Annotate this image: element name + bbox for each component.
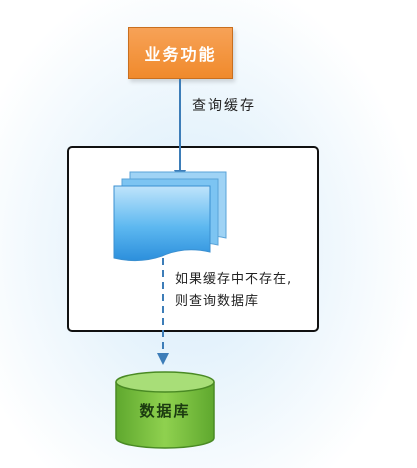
- business-function-node[interactable]: 业务功能: [128, 27, 233, 79]
- query-cache-label: 查询缓存: [192, 98, 256, 114]
- query-cache-arrow: [174, 79, 186, 182]
- fallback-note-line-2: 则查询数据库: [175, 294, 260, 309]
- database-label: 数据库: [139, 402, 191, 420]
- stacked-documents-icon[interactable]: [113, 171, 227, 262]
- fallback-database-arrow: [157, 258, 169, 365]
- business-function-label: 业务功能: [144, 45, 217, 64]
- cylinder-database-icon[interactable]: [115, 371, 215, 449]
- fallback-note-line-1: 如果缓存中不存在,: [175, 272, 293, 287]
